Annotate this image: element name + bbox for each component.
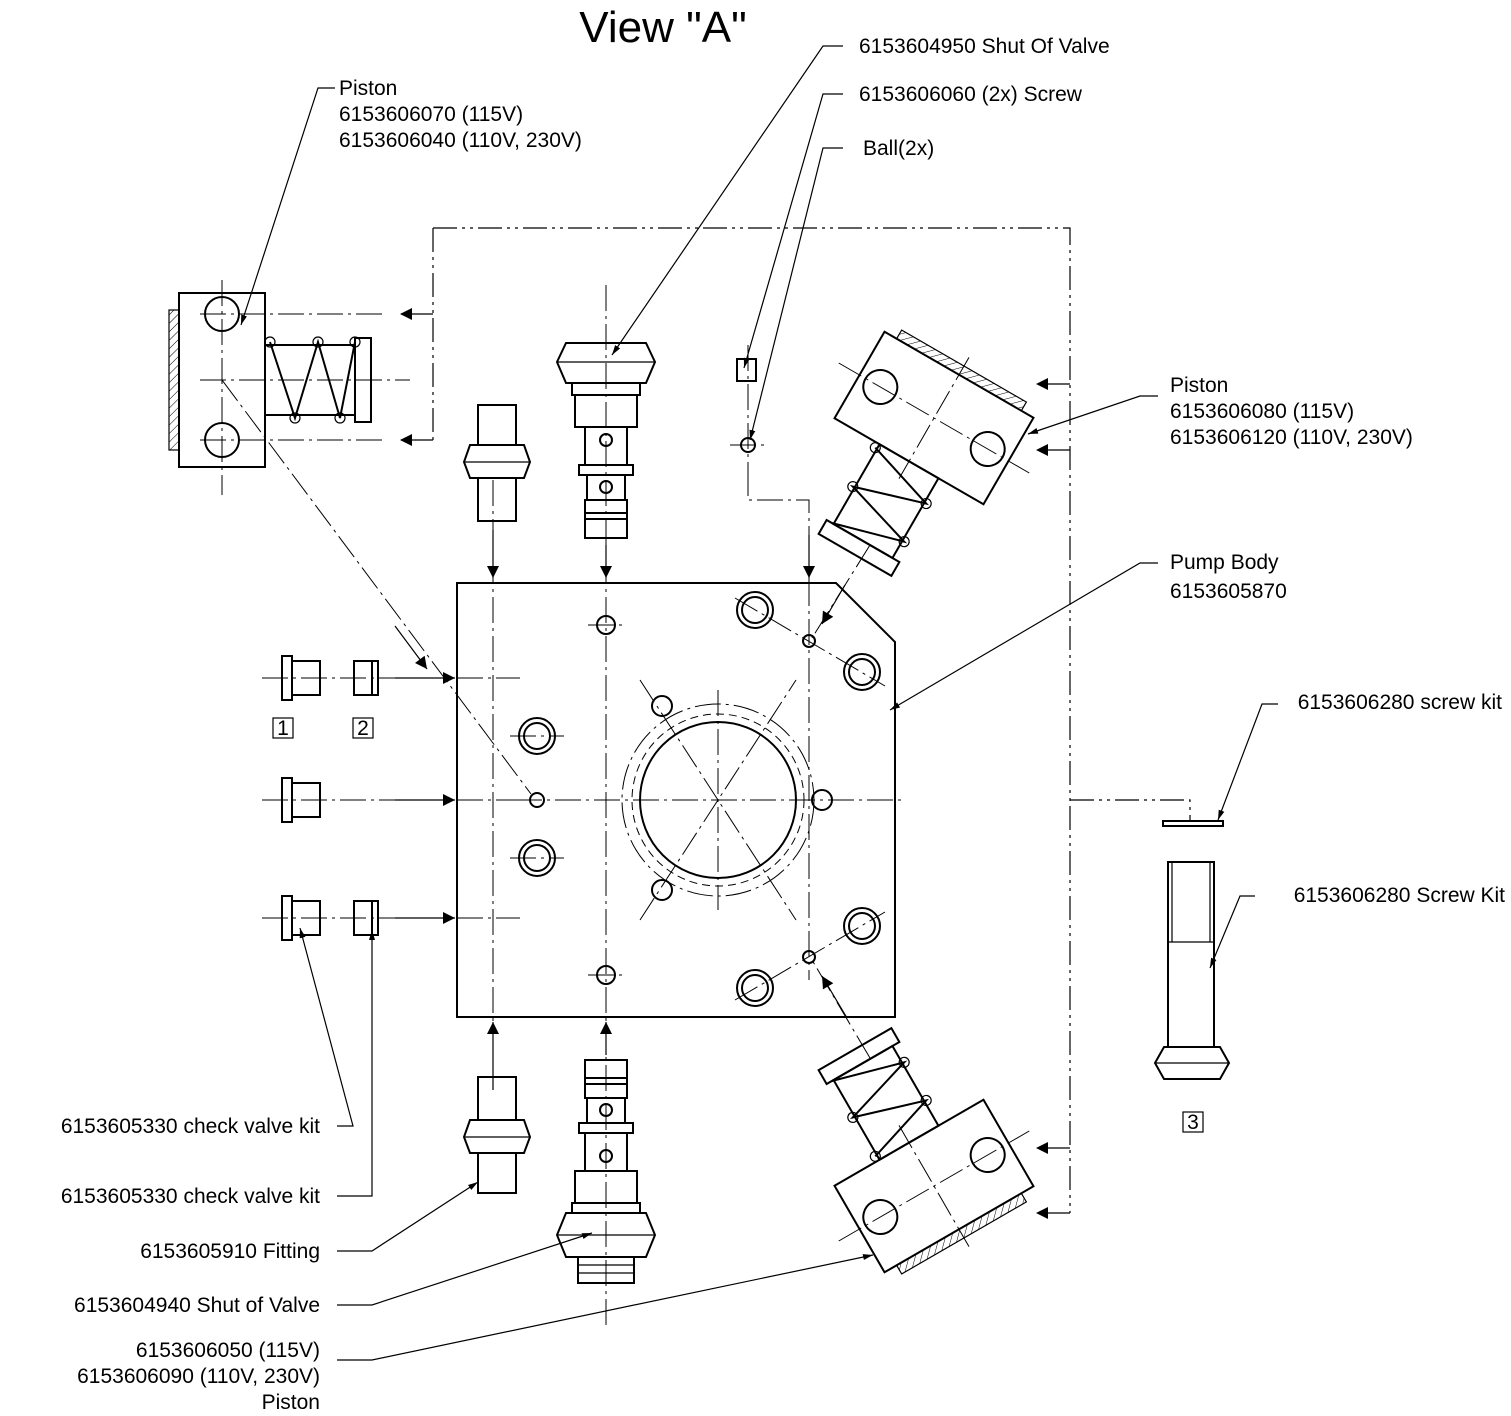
label-piston-top-left-1: Piston bbox=[339, 77, 397, 100]
label-fitting: 6153605910 Fitting bbox=[140, 1240, 320, 1263]
label-pump-body-2: 6153605870 bbox=[1170, 580, 1287, 603]
piston-top-left bbox=[168, 280, 410, 495]
label-piston-top-left-3: 6153606040 (110V, 230V) bbox=[339, 129, 582, 152]
label-piston-right-2: 6153606080 (115V) bbox=[1170, 400, 1354, 423]
label-check-valve-1: 6153605330 check valve kit bbox=[61, 1115, 320, 1138]
fitting-top bbox=[462, 404, 532, 522]
label-check-valve-2: 6153605330 check valve kit bbox=[61, 1185, 320, 1208]
screw-kit-right bbox=[1153, 820, 1231, 1080]
label-piston-top-left-2: 6153606070 (115V) bbox=[339, 103, 523, 126]
shut-off-valve-top bbox=[555, 342, 657, 539]
label-shut-valve-bottom: 6153604940 Shut of Valve bbox=[74, 1294, 320, 1317]
label-piston-bottom-1: 6153606050 (115V) bbox=[136, 1339, 320, 1362]
check-valves-left bbox=[281, 655, 379, 941]
item-tag-1: 1 bbox=[277, 717, 289, 740]
item-tag-3: 3 bbox=[1187, 1111, 1199, 1134]
item-tags: 1 2 3 bbox=[272, 717, 1204, 1134]
fitting-bottom bbox=[462, 1076, 532, 1194]
shut-off-valve-bottom bbox=[555, 1059, 657, 1284]
phantom-frame bbox=[400, 227, 1191, 1219]
piston-upper-right bbox=[817, 329, 1035, 578]
piston-lower-right bbox=[817, 1026, 1035, 1275]
label-piston-right-1: Piston bbox=[1170, 374, 1228, 397]
label-shut-valve-top: 6153604950 Shut Of Valve bbox=[859, 35, 1110, 58]
label-pump-body-1: Pump Body bbox=[1170, 551, 1279, 574]
pump-body bbox=[456, 582, 905, 1018]
label-piston-bottom-2: 6153606090 (110V, 230V) bbox=[77, 1365, 320, 1388]
label-screw: 6153606060 (2x) Screw bbox=[859, 83, 1083, 106]
label-screw-kit-large: 6153606280 Screw Kit bbox=[1294, 884, 1505, 907]
view-title: View "A" bbox=[579, 3, 746, 52]
item-tag-2: 2 bbox=[357, 717, 369, 740]
callout-leaders bbox=[240, 45, 1278, 1361]
label-screw-kit-small: 6153606280 screw kit bbox=[1298, 691, 1502, 714]
screw-and-ball bbox=[730, 345, 765, 470]
label-piston-bottom-3: Piston bbox=[262, 1391, 320, 1414]
callout-labels: Piston 6153606070 (115V) 6153606040 (110… bbox=[61, 35, 1505, 1414]
assembly-arrows bbox=[221, 285, 871, 1330]
label-piston-right-3: 6153606120 (110V, 230V) bbox=[1170, 426, 1413, 449]
label-ball: Ball(2x) bbox=[863, 137, 934, 160]
